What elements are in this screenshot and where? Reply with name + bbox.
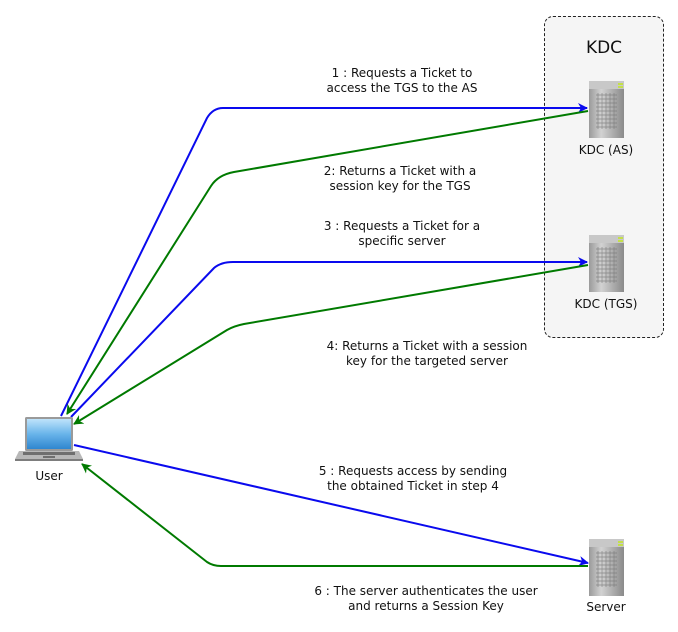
arrow-step-2 <box>66 110 589 415</box>
step-label-5: 5 : Requests access by sending the obtai… <box>319 464 507 494</box>
step-5-line-2: the obtained Ticket in step 4 <box>327 479 499 493</box>
step-5-line-1: 5 : Requests access by sending <box>318 464 508 478</box>
step-label-1: 1 : Requests a Ticket to access the TGS … <box>326 66 477 96</box>
node-label-user: User <box>35 469 63 483</box>
kdc-group-title: KDC <box>585 38 623 58</box>
arrow-step-1 <box>60 103 588 417</box>
step-3-line-2: specific server <box>358 234 446 248</box>
step-2-line-1: 2: Returns a Ticket with a <box>323 164 477 178</box>
laptop-icon <box>15 417 83 461</box>
step-4-line-2: key for the targeted server <box>346 354 508 368</box>
arrow-step-6 <box>81 463 588 567</box>
step-2-line-2: session key for the TGS <box>329 179 471 193</box>
step-label-4: 4: Returns a Ticket with a session key f… <box>327 339 528 369</box>
server-icon-kdc-as <box>589 81 624 138</box>
server-icon-server <box>589 539 624 596</box>
step-6-line-1: 6 : The server authenticates the user <box>314 584 538 598</box>
step-label-2: 2: Returns a Ticket with a session key f… <box>324 164 477 194</box>
step-4-line-1: 4: Returns a Ticket with a session <box>326 339 528 353</box>
step-label-6: 6 : The server authenticates the user an… <box>314 584 537 614</box>
step-6-line-2: and returns a Session Key <box>348 599 504 613</box>
step-label-3: 3 : Requests a Ticket for a specific ser… <box>324 219 480 249</box>
node-label-kdc-tgs: KDC (TGS) <box>574 297 638 311</box>
node-label-kdc-as: KDC (AS) <box>578 143 634 157</box>
arrow-step-5 <box>73 444 589 566</box>
node-label-server: Server <box>586 600 626 614</box>
step-1-line-1: 1 : Requests a Ticket to <box>331 66 473 80</box>
arrow-step-3 <box>70 257 588 418</box>
server-icon-kdc-tgs <box>589 235 624 292</box>
step-3-line-1: 3 : Requests a Ticket for a <box>323 219 481 233</box>
step-1-line-2: access the TGS to the AS <box>326 81 478 95</box>
arrow-step-4 <box>73 264 589 425</box>
